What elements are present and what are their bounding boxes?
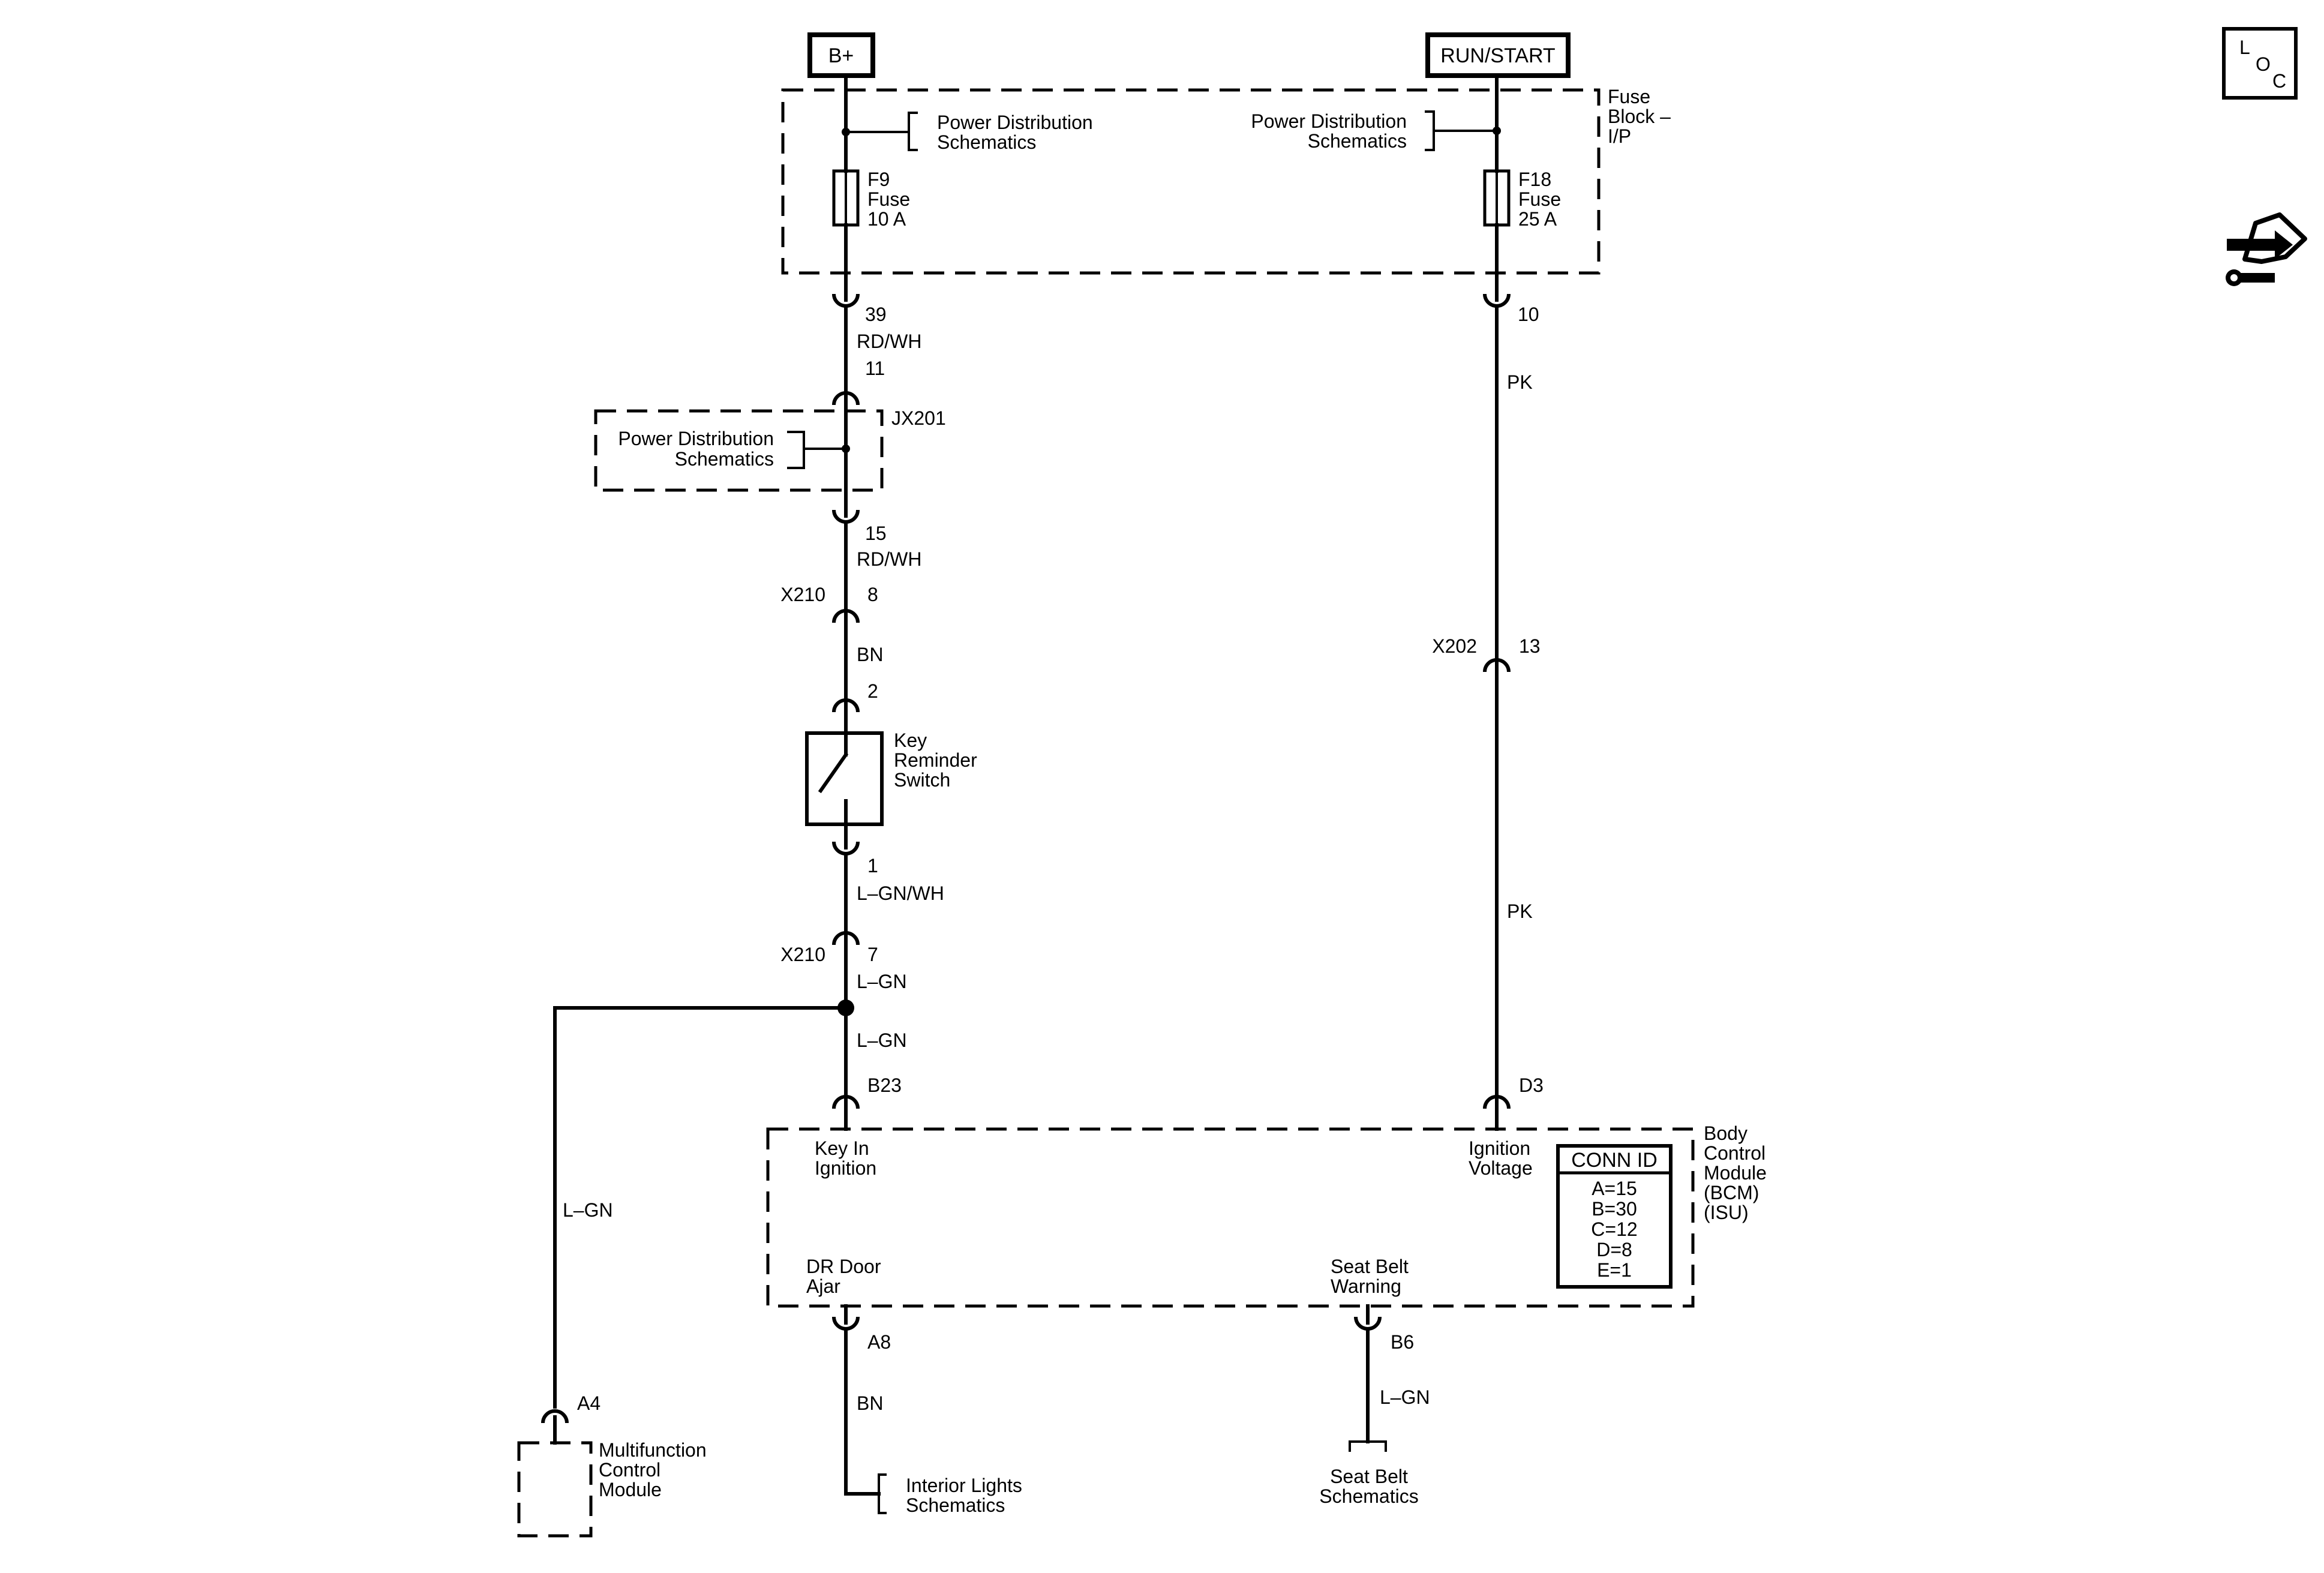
interior-lights-2: Schematics xyxy=(906,1494,1005,1516)
fuse-block-pd-right-1: Power Distribution xyxy=(1251,110,1407,132)
wire-lgn-branch: L–GN xyxy=(563,1199,613,1221)
x210-label-b: X210 xyxy=(780,944,825,965)
wire-rdwh-2: RD/WH xyxy=(857,548,921,570)
pin-a4: A4 xyxy=(577,1392,600,1414)
loc-icon[interactable]: L O C xyxy=(2222,27,2298,100)
conn-id-e: E=1 xyxy=(1597,1259,1632,1281)
pin-15: 15 xyxy=(865,523,887,544)
fuse-block-pd-right-2: Schematics xyxy=(1308,130,1407,152)
mfcm-label-1: Multifunction xyxy=(599,1439,707,1461)
switch-label-3: Switch xyxy=(894,769,950,791)
fuse-f18-label-3: 25 A xyxy=(1518,208,1557,230)
fuse-block-label-3: I/P xyxy=(1608,125,1631,147)
key-reminder-switch xyxy=(805,731,884,826)
run-start-label: RUN/START xyxy=(1440,44,1555,67)
loc-letter-l: L xyxy=(2239,37,2250,58)
b-plus-label: B+ xyxy=(828,44,854,67)
pin-a8: A8 xyxy=(867,1331,891,1353)
mfcm-label-2: Control xyxy=(599,1459,660,1481)
x202-label: X202 xyxy=(1432,635,1477,657)
pin-10: 10 xyxy=(1518,304,1539,325)
jx201-splice-outline xyxy=(594,409,884,492)
conn-id-a: A=15 xyxy=(1592,1178,1637,1199)
fuse-block-label-2: Block – xyxy=(1608,106,1671,127)
conn-id-table: CONN ID A=15 B=30 C=12 D=8 E=1 xyxy=(1556,1144,1673,1289)
pin-b23: B23 xyxy=(867,1074,902,1096)
pin-d3: D3 xyxy=(1519,1074,1544,1096)
bcm-label-3: Module xyxy=(1704,1162,1767,1184)
key-in-ignition-1: Key In xyxy=(815,1137,869,1159)
pin-b6: B6 xyxy=(1391,1331,1414,1353)
seat-belt-schematics-2: Schematics xyxy=(1319,1485,1418,1507)
interior-lights-1: Interior Lights xyxy=(906,1475,1022,1496)
pin-39: 39 xyxy=(865,304,887,325)
service-hand-icon[interactable] xyxy=(2226,212,2307,286)
wire-lgnwh: L–GN/WH xyxy=(857,882,944,904)
bcm-label-2: Control xyxy=(1704,1142,1765,1164)
right-connectors xyxy=(1483,286,1511,1116)
wire-lgn-1: L–GN xyxy=(857,971,907,992)
bcm-label-4: (BCM) xyxy=(1704,1182,1759,1203)
switch-label-1: Key xyxy=(894,730,927,751)
dr-door-ajar-2: Ajar xyxy=(806,1275,840,1297)
wire-pk-1: PK xyxy=(1507,371,1533,393)
seat-belt-warning-2: Warning xyxy=(1331,1275,1401,1297)
wire-lgn-bottom: L–GN xyxy=(1380,1386,1430,1408)
bcm-label-1: Body xyxy=(1704,1122,1747,1144)
fuse-f9-label-2: Fuse xyxy=(867,188,910,210)
bottom-right-wire xyxy=(1349,1304,1387,1452)
key-in-ignition-2: Ignition xyxy=(815,1157,876,1179)
ignition-voltage-2: Voltage xyxy=(1469,1157,1533,1179)
pin-8: 8 xyxy=(867,584,878,605)
dr-door-ajar-1: DR Door xyxy=(806,1256,881,1277)
wire-pk-2: PK xyxy=(1507,900,1533,922)
conn-id-c: C=12 xyxy=(1591,1218,1637,1240)
pin-7: 7 xyxy=(867,944,878,965)
fuse-block-outline xyxy=(781,88,1601,275)
fuse-f9-label-1: F9 xyxy=(867,169,890,190)
ignition-voltage-1: Ignition xyxy=(1469,1137,1530,1159)
wire-bn-bottom: BN xyxy=(857,1392,883,1414)
loc-letter-o: O xyxy=(2256,53,2271,75)
loc-letter-c: C xyxy=(2272,70,2286,92)
wire-rdwh-1: RD/WH xyxy=(857,331,921,352)
fuse-block-pd-left-1: Power Distribution xyxy=(937,112,1093,133)
b-plus-source: B+ xyxy=(807,32,875,78)
pin-2: 2 xyxy=(867,680,878,702)
run-start-source: RUN/START xyxy=(1425,32,1571,78)
fuse-block-pd-left-2: Schematics xyxy=(937,131,1036,153)
wire-bn: BN xyxy=(857,644,883,665)
fuse-f18-label-1: F18 xyxy=(1518,169,1551,190)
bottom-left-wire xyxy=(832,1304,887,1514)
seat-belt-schematics-1: Seat Belt xyxy=(1330,1466,1408,1487)
bcm-outline xyxy=(766,1127,1695,1308)
mfcm-connector xyxy=(541,1409,569,1433)
fuse-f18-label-2: Fuse xyxy=(1518,188,1561,210)
seat-belt-warning-1: Seat Belt xyxy=(1331,1256,1409,1277)
conn-id-title: CONN ID xyxy=(1571,1149,1658,1172)
jx201-label: JX201 xyxy=(891,407,946,429)
pin-11: 11 xyxy=(865,358,885,379)
switch-label-2: Reminder xyxy=(894,749,977,771)
bcm-label-5: (ISU) xyxy=(1704,1202,1749,1223)
wire-lgn-2: L–GN xyxy=(857,1029,907,1051)
conn-id-d: D=8 xyxy=(1596,1239,1632,1260)
jx201-pd-1: Power Distribution xyxy=(618,428,774,449)
x210-label-a: X210 xyxy=(780,584,825,605)
fuse-block-label-1: Fuse xyxy=(1608,86,1650,107)
mfcm-label-3: Module xyxy=(599,1479,662,1500)
mfcm-outline xyxy=(517,1441,593,1538)
fuse-f9-label-3: 10 A xyxy=(867,208,906,230)
pin-1: 1 xyxy=(867,855,878,876)
jx201-pd-2: Schematics xyxy=(675,448,774,470)
pin-13: 13 xyxy=(1519,635,1541,657)
conn-id-b: B=30 xyxy=(1592,1198,1637,1220)
